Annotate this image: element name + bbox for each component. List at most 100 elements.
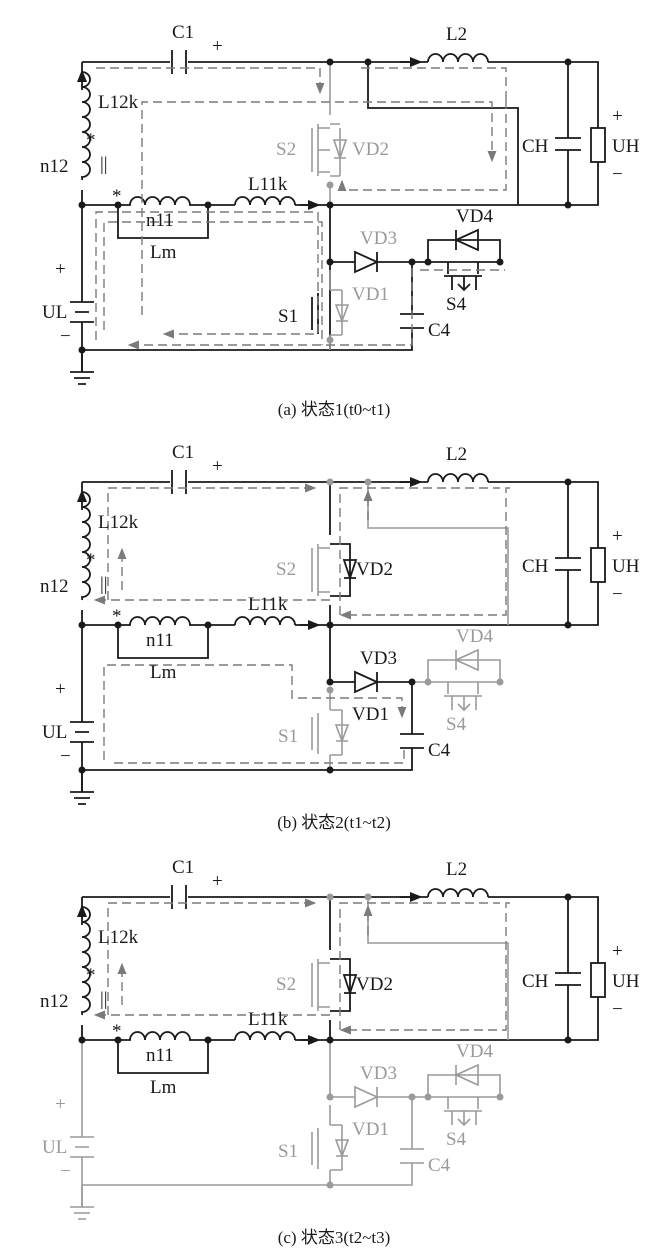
ch-capacitor: [555, 557, 581, 571]
label-uh: UH: [612, 556, 640, 577]
uh-plus: +: [612, 941, 623, 962]
vd1-diode: [330, 289, 350, 336]
label-vd3: VD3: [360, 648, 397, 669]
vd4-diode: [454, 1063, 479, 1087]
label-ul: UL: [42, 302, 67, 323]
s1-mosfet: [311, 293, 319, 334]
ul-battery: [70, 721, 94, 743]
c4-capacitor: [400, 733, 424, 749]
label-c1: C1: [172, 857, 194, 878]
n12-coil: [80, 491, 91, 601]
label-c4: C4: [428, 1155, 451, 1176]
uh-plus: +: [612, 106, 623, 127]
label-ch: CH: [522, 136, 549, 157]
label-uh: UH: [612, 971, 640, 992]
label-vd2: VD2: [356, 974, 393, 995]
label-l2: L2: [446, 444, 467, 465]
label-vd4: VD4: [456, 206, 493, 227]
ch-capacitor: [555, 972, 581, 986]
current-path-1: [96, 67, 325, 95]
n11-branch-wire: [117, 1040, 209, 1074]
label-ch: CH: [522, 556, 549, 577]
ul-battery: [70, 1136, 94, 1158]
label-vd1: VD1: [352, 284, 389, 305]
current-path-6: [103, 221, 323, 345]
parallel-mark: ||: [100, 989, 108, 1010]
vd3-diode: [354, 1085, 383, 1109]
s2-mosfet: [311, 959, 330, 1011]
uh-load: [590, 127, 606, 163]
n11-inductor: [118, 1031, 206, 1041]
label-ul: UL: [42, 1137, 67, 1158]
ul-minus: −: [60, 746, 71, 767]
vd3-diode: [354, 250, 383, 274]
current-path-6: [103, 664, 407, 760]
parallel-mark: ||: [100, 154, 108, 175]
caption-c: (c) 状态3(t2~t3): [278, 1228, 391, 1247]
current-path-5: [127, 268, 413, 350]
vd4-diode: [453, 228, 479, 252]
label-c4: C4: [428, 320, 451, 341]
ul-plus: +: [55, 1094, 66, 1115]
l2-inductor: [427, 53, 489, 63]
current-path-7: [112, 750, 405, 764]
ground-symbol: [70, 350, 94, 385]
top-rail-wire: [82, 481, 599, 626]
n11-star: *: [112, 1021, 122, 1042]
label-uh: UH: [612, 136, 640, 157]
right-loop-wire: [367, 897, 509, 1040]
label-vd1: VD1: [352, 704, 389, 725]
ul-minus: −: [60, 1161, 71, 1182]
ul-battery: [70, 301, 94, 323]
s2-mosfet: [311, 544, 330, 596]
ground-symbol: [70, 770, 94, 805]
current-path-3: [340, 902, 510, 1030]
s4-switch: [444, 682, 482, 712]
label-n12: n12: [40, 576, 69, 597]
n11-inductor: [118, 616, 206, 626]
ul-minus: −: [60, 326, 71, 347]
label-l2: L2: [446, 859, 467, 880]
label-s2: S2: [276, 974, 296, 995]
c1-capacitor: [171, 470, 187, 494]
ground-symbol: [70, 1185, 94, 1220]
panel-b-state2: + + − + − * * || C1 L2 L12k n12 n11 Lm L…: [40, 442, 640, 832]
label-ch: CH: [522, 971, 549, 992]
bottom-rail-wire: [82, 625, 413, 771]
uh-load: [590, 547, 606, 583]
n12-coil: [80, 71, 91, 181]
n11-inductor: [118, 196, 206, 206]
label-l11k: L11k: [248, 1009, 288, 1030]
uh-minus: −: [612, 164, 623, 185]
s4-switch: [444, 262, 482, 292]
c1-capacitor: [171, 885, 187, 909]
n12-coil: [80, 906, 91, 1016]
label-l12k: L12k: [98, 927, 139, 948]
c1-plus: +: [212, 36, 223, 57]
current-path-2: [141, 101, 497, 315]
label-vd4: VD4: [456, 1041, 493, 1062]
label-vd2: VD2: [352, 139, 389, 160]
label-l11k: L11k: [248, 174, 288, 195]
top-rail-wire: [82, 61, 599, 206]
l11k-inductor: [234, 616, 296, 626]
top-rail-wire: [82, 896, 599, 1041]
parallel-mark: ||: [100, 574, 108, 595]
s1-mosfet: [311, 1124, 350, 1171]
n11-star: *: [112, 186, 122, 207]
l2-inductor: [427, 473, 489, 483]
label-lm: Lm: [150, 662, 177, 683]
vd3-diode: [354, 670, 383, 694]
label-vd4: VD4: [456, 626, 493, 647]
vd2-diode: [342, 974, 358, 996]
uh-minus: −: [612, 999, 623, 1020]
label-n11: n11: [146, 630, 174, 651]
label-n12: n12: [40, 156, 69, 177]
label-s2: S2: [276, 559, 296, 580]
label-lm: Lm: [150, 1077, 177, 1098]
ul-plus: +: [55, 679, 66, 700]
label-vd1: VD1: [352, 1119, 389, 1140]
label-l12k: L12k: [98, 512, 139, 533]
panel-c-state3: + + − + − * * || C1 L2 L12k n12 n11 Lm L…: [40, 857, 640, 1247]
uh-minus: −: [612, 584, 623, 605]
